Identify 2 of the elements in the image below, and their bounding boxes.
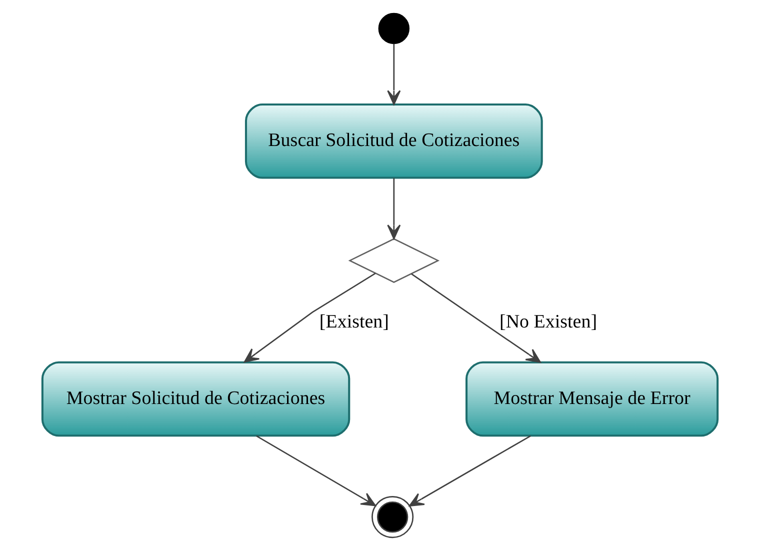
edge-label: [No Existen] (498, 311, 597, 332)
edge-label: [Existen] (318, 311, 389, 332)
